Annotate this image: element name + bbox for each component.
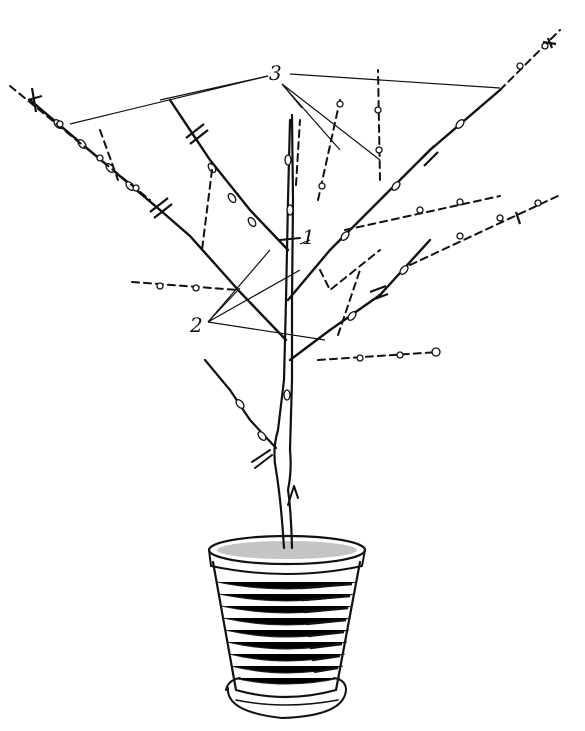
- label-2: 2: [189, 313, 203, 337]
- label-3: 3: [269, 61, 282, 85]
- flower-pot: [209, 536, 365, 718]
- branch-buds: [52, 118, 465, 442]
- trunk: [252, 115, 300, 548]
- main-branches: [30, 90, 500, 448]
- label-1: 1: [302, 225, 315, 249]
